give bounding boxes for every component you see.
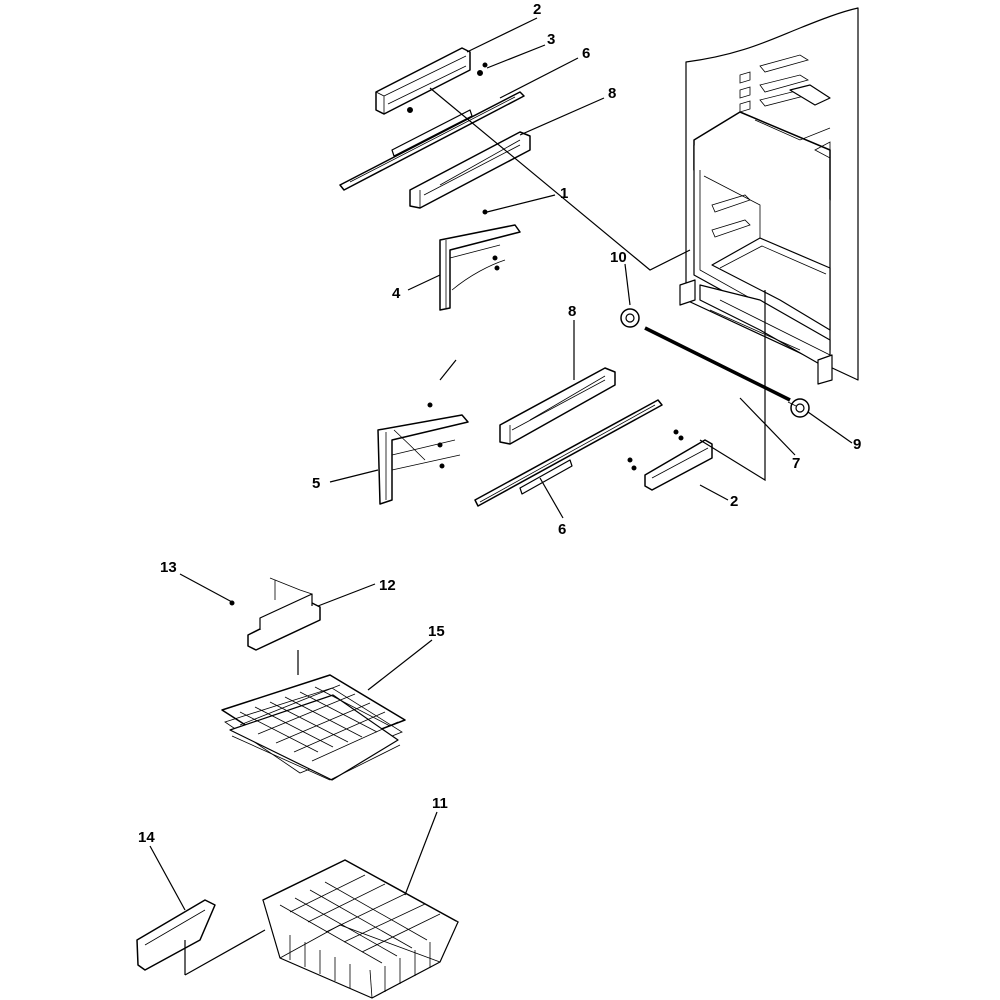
leader-lines: [149, 17, 853, 976]
part-4-support-upper: [439, 209, 521, 311]
callout-labels: 2 3 6 8 1 4 10 8 9 7 5 2 6 13 12 15 11 1…: [138, 1, 861, 846]
part-7-shaft: [644, 326, 791, 402]
callout-6-lower: 6: [558, 521, 566, 538]
callout-8-lower: 8: [568, 303, 576, 320]
part-8-drawer-rail-lower: [499, 367, 616, 445]
callout-4: 4: [392, 285, 401, 302]
part-6-slide-rail-lower: [474, 399, 663, 507]
callout-11: 11: [432, 795, 448, 812]
callout-9: 9: [853, 436, 861, 453]
part-15-wire-basket: [221, 674, 406, 781]
part-14-end-cap: [136, 899, 216, 971]
callout-7: 7: [792, 455, 800, 472]
part-10-gear: [620, 308, 640, 328]
part-6-slide-rail-upper: [339, 91, 525, 191]
callout-2-lower: 2: [730, 493, 738, 510]
callout-10: 10: [610, 249, 627, 266]
callout-15: 15: [428, 623, 445, 640]
callout-14: 14: [138, 829, 155, 846]
part-2-bracket-lower: [627, 429, 713, 491]
callout-1: 1: [560, 185, 568, 202]
part-8-drawer-rail-upper: [409, 131, 531, 209]
callout-5: 5: [312, 475, 320, 492]
callout-8-upper: 8: [608, 85, 616, 102]
cabinet-frame: [679, 7, 859, 385]
basket-15-grid: [239, 684, 399, 762]
callout-2-upper: 2: [533, 1, 541, 18]
part-2-bracket-upper: [375, 47, 488, 115]
basket-11-grid: [279, 874, 441, 992]
part-11-deep-basket: [262, 859, 459, 999]
callout-13: 13: [160, 559, 177, 576]
callout-3: 3: [547, 31, 555, 48]
part-12-divider: [229, 577, 321, 651]
part-9-gear: [787, 398, 810, 418]
callout-6-upper: 6: [582, 45, 590, 62]
part-5-support-lower: [377, 402, 469, 505]
callout-12: 12: [379, 577, 396, 594]
